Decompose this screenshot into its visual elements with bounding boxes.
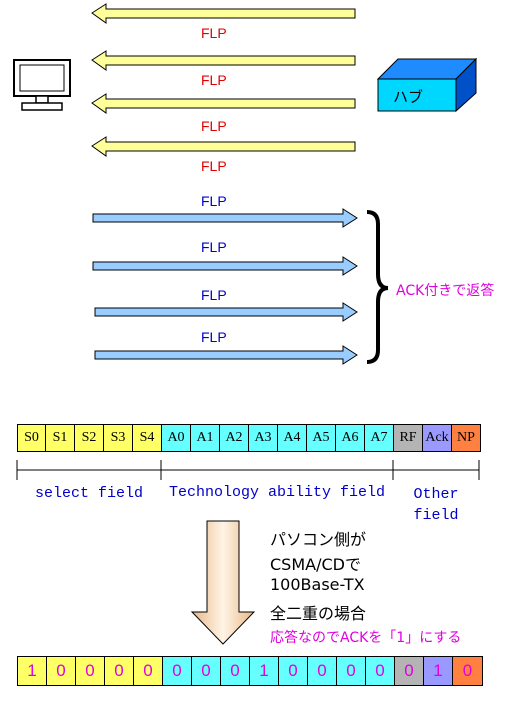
bit-value-cell: 0 <box>307 656 337 686</box>
register-cell: A4 <box>277 424 307 452</box>
ack-note: 応答なのでACKを「1」にする <box>270 630 462 646</box>
register-cell: A3 <box>248 424 278 452</box>
other-field-label-2: field <box>413 507 459 524</box>
register-cell: A1 <box>190 424 220 452</box>
flp-arrow-left-1 <box>91 3 356 24</box>
note-line-1: パソコン側が <box>270 530 367 549</box>
flp-arrow-left-3 <box>91 93 356 114</box>
other-field-label-1: Other <box>413 486 459 503</box>
register-cell: S0 <box>17 424 46 452</box>
flp-arrows <box>91 3 389 365</box>
flp-label: FLP <box>201 118 227 134</box>
flp-label: FLP <box>201 25 227 41</box>
flp-arrow-right-2 <box>92 256 358 276</box>
bit-value-cell: 0 <box>133 656 163 686</box>
flp-arrow-right-1 <box>92 208 358 228</box>
register-cell: A0 <box>161 424 191 452</box>
bit-value-cell: 1 <box>17 656 47 686</box>
bit-value-cell: 0 <box>278 656 308 686</box>
register-cell: A6 <box>335 424 365 452</box>
bit-value-cell: 0 <box>75 656 105 686</box>
field-divider <box>16 460 480 480</box>
register-cell: A2 <box>219 424 249 452</box>
register-cell: Ack <box>422 424 452 452</box>
bit-value-cell: 1 <box>423 656 453 686</box>
bit-value-cell: 1 <box>249 656 279 686</box>
flp-arrow-left-2 <box>91 50 356 71</box>
flp-arrow-left-4 <box>91 136 356 157</box>
register-cell: S3 <box>103 424 133 452</box>
down-arrow <box>190 520 256 645</box>
register-cell: A5 <box>306 424 336 452</box>
bit-value-cell: 0 <box>365 656 395 686</box>
flp-label: FLP <box>201 239 227 255</box>
hub-label: ハブ <box>393 88 424 106</box>
bit-value-cell: 0 <box>220 656 250 686</box>
select-field-label: select field <box>34 485 144 502</box>
flp-label: FLP <box>201 193 227 209</box>
flp-label: FLP <box>201 72 227 88</box>
register-cell: A7 <box>364 424 394 452</box>
bit-value-cell: 0 <box>191 656 221 686</box>
bit-value-cell: 0 <box>162 656 192 686</box>
flp-label: FLP <box>201 329 227 345</box>
ack-brace <box>366 210 389 364</box>
bit-value-cell: 0 <box>336 656 366 686</box>
note-line-3: 100Base-TX <box>270 575 365 594</box>
ack-reply-label: ACK付きで返答 <box>396 283 495 299</box>
bit-value-cell: 0 <box>104 656 134 686</box>
bit-value-cell: 0 <box>394 656 424 686</box>
register-cell: NP <box>451 424 481 452</box>
flp-arrow-right-3 <box>94 302 358 322</box>
register-cell: S4 <box>132 424 162 452</box>
flp-arrow-right-4 <box>94 345 358 365</box>
hub-box: ハブ <box>375 56 479 114</box>
note-line-4: 全二重の場合 <box>270 604 367 623</box>
flp-label: FLP <box>201 158 227 174</box>
register-cell: RF <box>393 424 423 452</box>
bit-value-cell: 0 <box>452 656 483 686</box>
register-cell: S1 <box>45 424 75 452</box>
bit-value-cell: 0 <box>46 656 76 686</box>
flp-label: FLP <box>201 287 227 303</box>
technology-field-label: Technology ability field <box>168 484 386 501</box>
computer-icon <box>12 58 72 112</box>
note-line-2: CSMA/CDで <box>270 555 361 574</box>
register-cell: S2 <box>74 424 104 452</box>
